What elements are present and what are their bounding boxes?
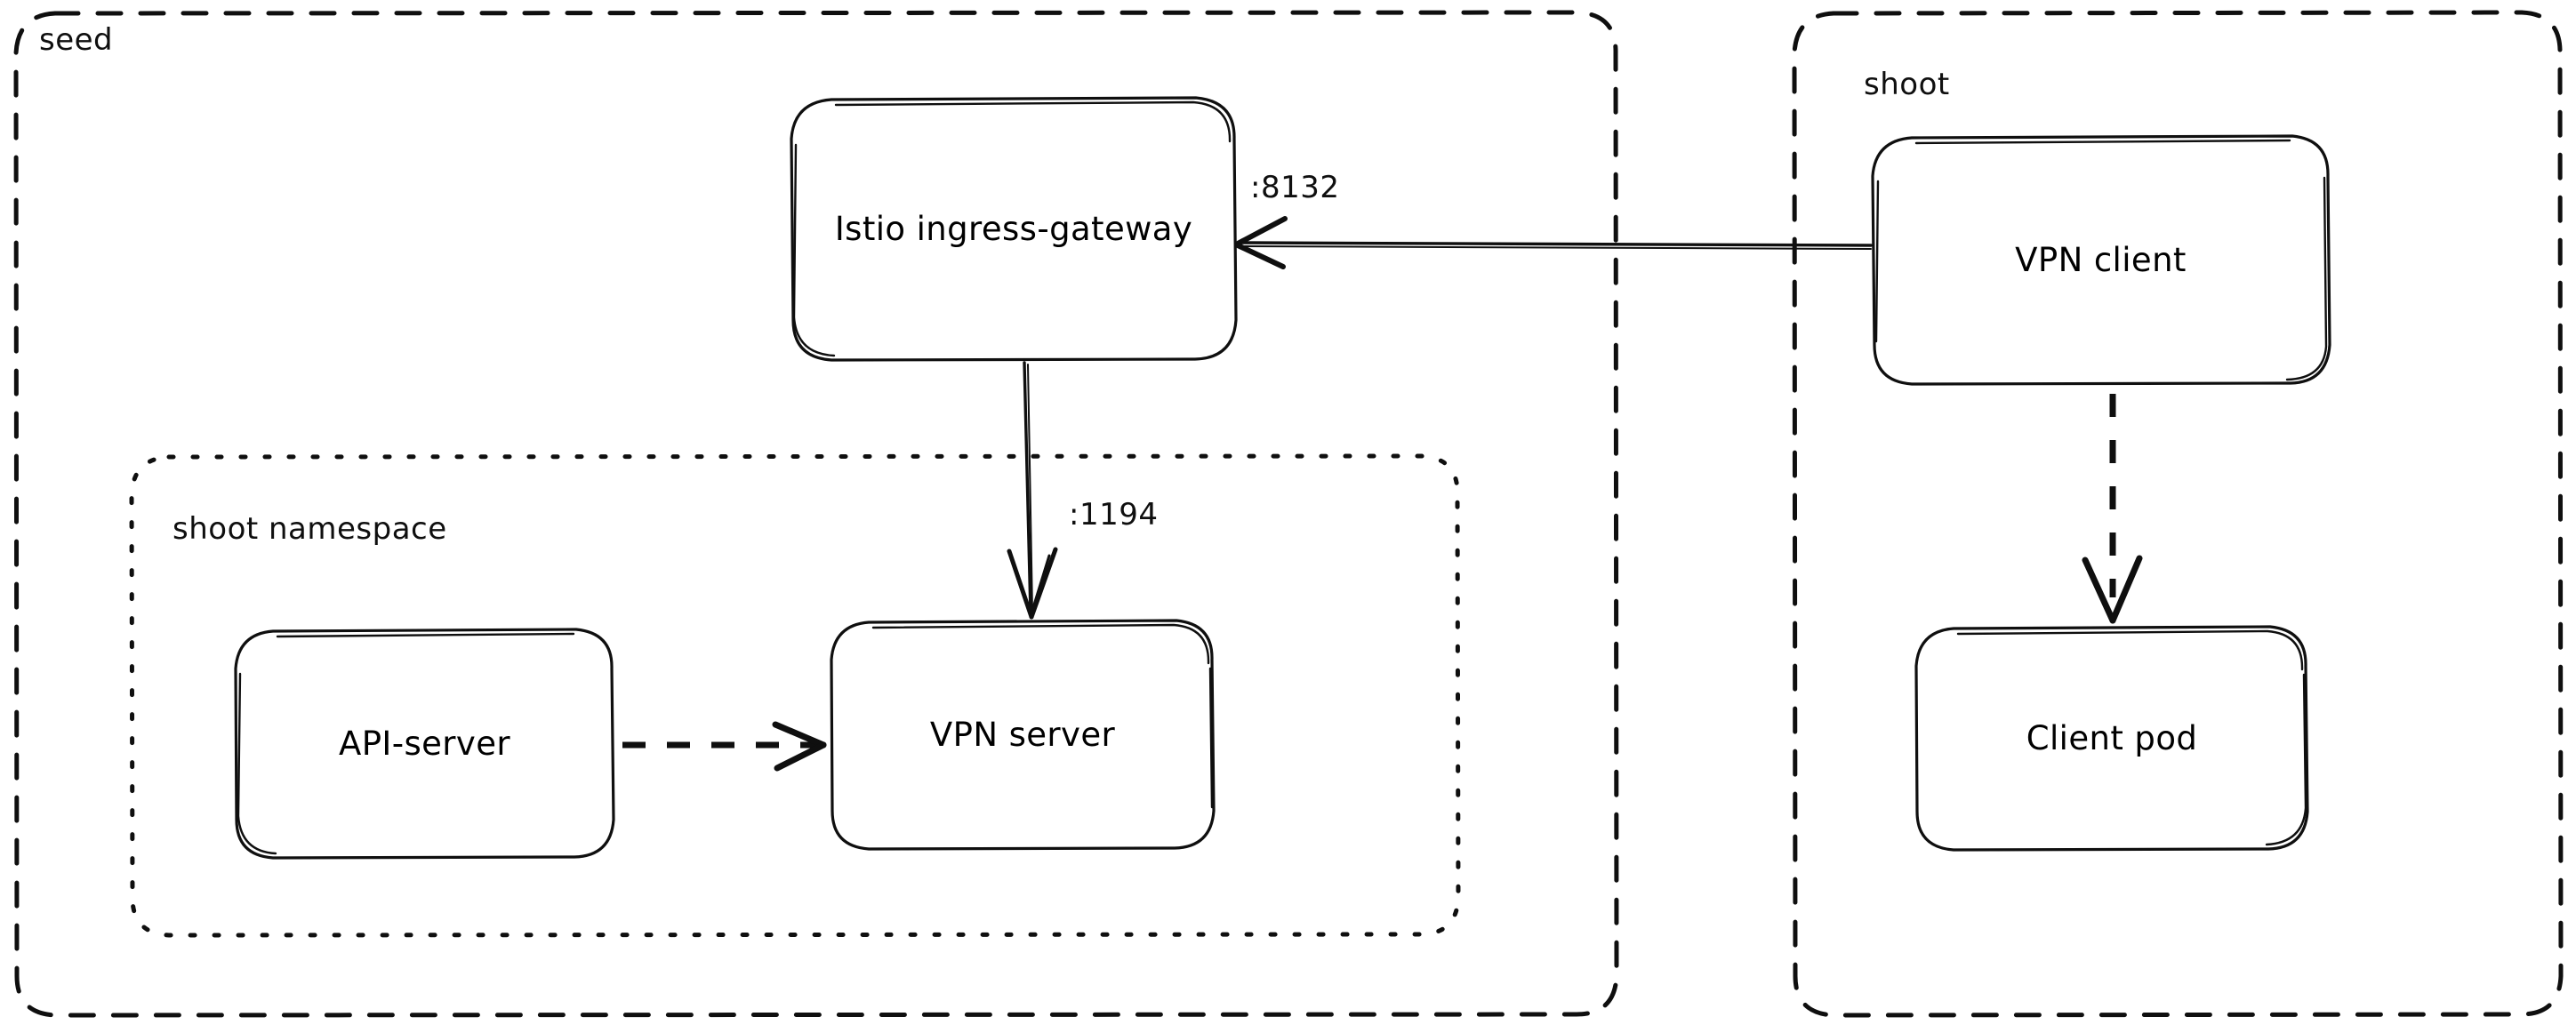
group-label-seed: seed [39,22,114,58]
node-api-server[interactable] [234,628,615,860]
group-label-shoot: shoot [1864,67,1950,102]
node-label-istio-ingress-gateway: Istio ingress-gateway [791,98,1236,360]
node-label-text: API-server [338,725,510,763]
node-istio-ingress-gateway[interactable] [790,96,1238,362]
group-seed [13,10,1619,1018]
edge-vpn-client-to-client-pod [2082,394,2143,624]
node-label-client-pod: Client pod [1916,627,2307,849]
node-label-vpn-server: VPN server [831,621,1214,849]
edge-label-8132: :8132 [1250,170,1340,205]
node-label-api-server: API-server [236,629,614,858]
node-label-vpn-client: VPN client [1872,136,2330,384]
node-label-text: VPN client [2015,241,2187,279]
edge-istio-to-vpn-server [1007,361,1058,620]
node-label-text: VPN server [929,716,1116,754]
node-vpn-client[interactable] [1871,134,2331,386]
node-client-pod[interactable] [1914,625,2309,852]
group-label-shoot-namespace: shoot namespace [173,511,447,547]
group-shoot [1792,10,2564,1018]
node-vpn-server[interactable] [830,619,1216,851]
node-label-text: Istio ingress-gateway [834,210,1193,248]
group-shoot-namespace [129,453,1461,938]
edge-api-server-to-vpn-server [622,721,827,772]
node-label-text: Client pod [2026,718,2198,757]
edge-vpn-client-to-istio [1235,216,1873,269]
edge-label-1194: :1194 [1069,497,1159,533]
